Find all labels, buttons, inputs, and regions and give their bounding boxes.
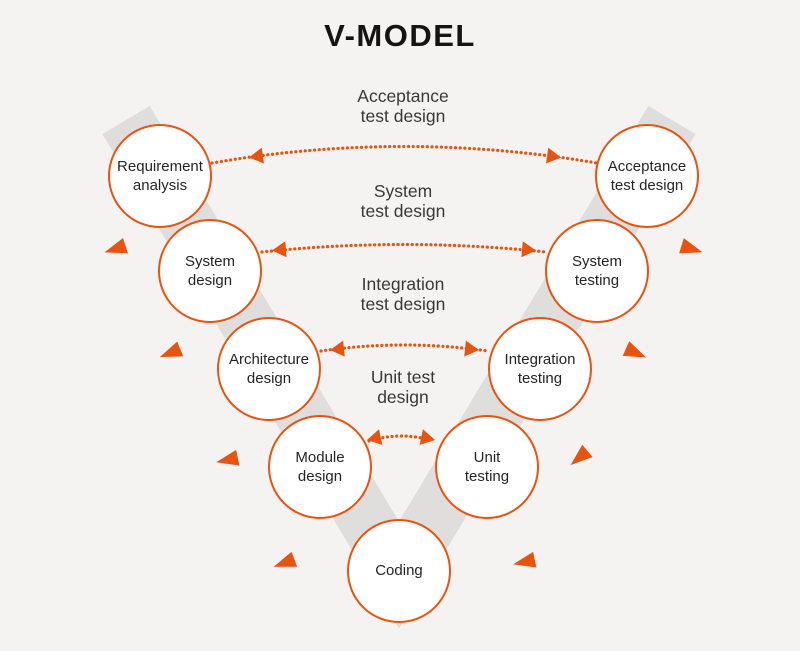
- node-requirement-analysis: Requirement analysis: [108, 124, 212, 228]
- decor-triangle-icon: [513, 551, 537, 568]
- diagram-title: V-MODEL: [324, 18, 476, 53]
- connector-label-integration-test-design: Integration test design: [360, 274, 446, 314]
- decor-triangle-icon: [273, 551, 298, 567]
- node-system-design: System design: [158, 219, 262, 323]
- node-coding: Coding: [347, 519, 451, 623]
- arrowhead-right-icon: [419, 429, 435, 445]
- connector-label-acceptance-test-design: Acceptance test design: [357, 86, 449, 126]
- decor-triangle-icon: [159, 341, 184, 358]
- node-integration-testing: Integration testing: [488, 317, 592, 421]
- decor-triangle-icon: [216, 449, 240, 466]
- decor-triangle-icon: [104, 237, 128, 254]
- arrowhead-left-icon: [249, 147, 264, 164]
- node-module-design: Module design: [268, 415, 372, 519]
- connector-label-unit-test-design: Unit test design: [370, 367, 436, 407]
- connector-line-integration: [319, 343, 490, 353]
- connector-line-acceptance: [210, 144, 599, 165]
- node-architecture-design: Architecture design: [217, 317, 321, 421]
- decor-triangle-icon: [679, 238, 703, 254]
- arrowhead-right-icon: [464, 340, 479, 357]
- arrowhead-right-icon: [521, 241, 536, 258]
- arrowhead-right-icon: [546, 147, 561, 164]
- node-system-testing: System testing: [545, 219, 649, 323]
- arrowhead-left-icon: [272, 241, 287, 258]
- decor-triangle-icon: [622, 341, 647, 358]
- arrowhead-left-icon: [367, 429, 383, 445]
- node-unit-testing: Unit testing: [435, 415, 539, 519]
- node-acceptance-test-design: Acceptance test design: [595, 124, 699, 228]
- connector-label-system-test-design: System test design: [360, 181, 446, 221]
- decor-triangle-icon: [570, 444, 593, 466]
- arrowhead-left-icon: [330, 340, 345, 357]
- connector-line-system: [260, 242, 548, 254]
